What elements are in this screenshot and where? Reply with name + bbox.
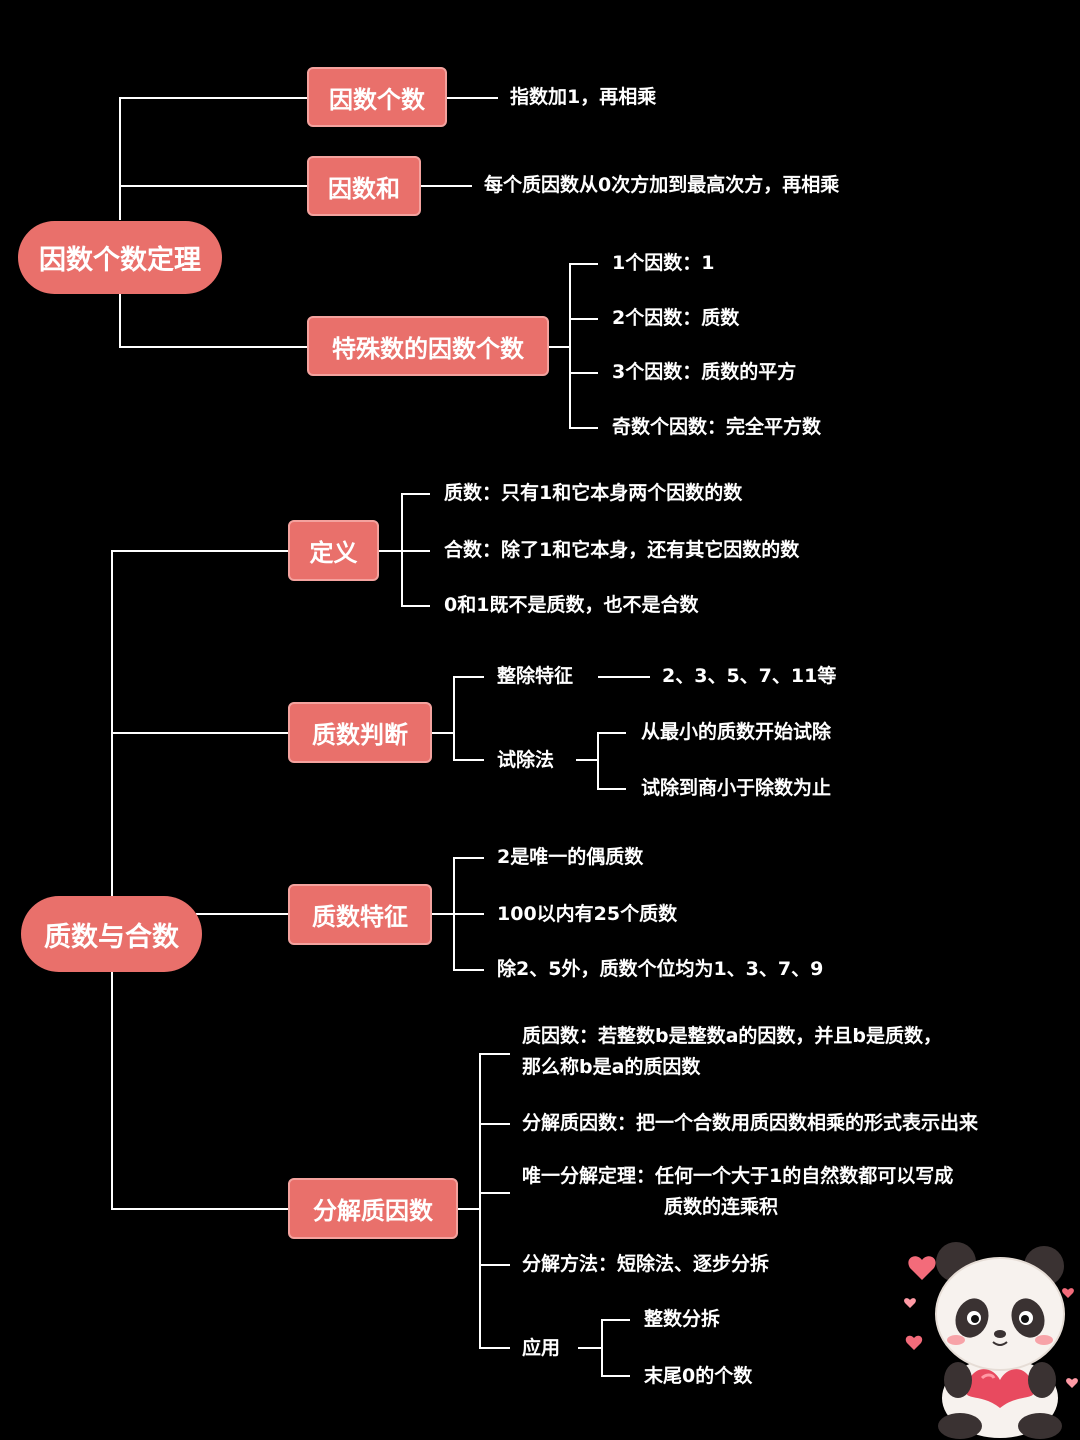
- leaf-application-1: 整数分拆: [644, 1308, 721, 1330]
- leaf-application-2: 末尾0的个数: [644, 1365, 753, 1387]
- leaf-factorization-methods: 分解方法：短除法、逐步分拆: [522, 1253, 770, 1275]
- node-factor-count: 因数个数: [307, 67, 447, 127]
- leaf-feature-1: 2是唯一的偶质数: [497, 846, 644, 868]
- node-definition: 定义: [288, 520, 379, 581]
- node-prime-factorization: 分解质因数: [288, 1178, 458, 1239]
- leaf-def-composite: 合数：除了1和它本身，还有其它因数的数: [444, 539, 800, 561]
- node-prime-judgement: 质数判断: [288, 702, 432, 763]
- node-special-factor-count: 特殊数的因数个数: [307, 316, 549, 376]
- leaf-special-1: 1个因数：1: [612, 252, 715, 274]
- node-prime-features: 质数特征: [288, 884, 432, 945]
- leaf-factorization-def: 分解质因数：把一个合数用质因数相乘的形式表示出来: [522, 1112, 979, 1134]
- leaf-divisibility-examples: 2、3、5、7、11等: [662, 665, 837, 687]
- panda-heart-icon: [904, 1242, 1078, 1439]
- leaf-unique-factorization-line2: 质数的连乘积: [664, 1196, 779, 1218]
- leaf-trial-division: 试除法: [497, 749, 555, 771]
- leaf-special-3: 3个因数：质数的平方: [612, 361, 797, 383]
- leaf-factor-count-rule: 指数加1，再相乘: [510, 86, 657, 108]
- leaf-special-2: 2个因数：质数: [612, 307, 740, 329]
- leaf-factor-sum-rule: 每个质因数从0次方加到最高次方，再相乘: [484, 174, 840, 196]
- leaf-special-4: 奇数个因数：完全平方数: [612, 416, 822, 438]
- leaf-trial-step-1: 从最小的质数开始试除: [641, 721, 832, 743]
- leaf-def-zero-one: 0和1既不是质数，也不是合数: [444, 594, 699, 616]
- root-node-factor-count-theorem: 因数个数定理: [18, 221, 222, 294]
- root-node-prime-composite: 质数与合数: [21, 896, 202, 972]
- leaf-prime-factor-def-line2: 那么称b是a的质因数: [522, 1056, 701, 1078]
- leaf-divisibility-feature: 整除特征: [497, 665, 574, 687]
- leaf-unique-factorization-line1: 唯一分解定理：任何一个大于1的自然数都可以写成: [522, 1165, 954, 1187]
- leaf-prime-factor-def-line1: 质因数：若整数b是整数a的因数，并且b是质数，: [522, 1025, 943, 1047]
- leaf-trial-step-2: 试除到商小于除数为止: [641, 777, 832, 799]
- node-factor-sum: 因数和: [307, 156, 421, 216]
- leaf-application: 应用: [522, 1337, 561, 1359]
- leaf-def-prime: 质数：只有1和它本身两个因数的数: [444, 482, 743, 504]
- leaf-feature-3: 除2、5外，质数个位均为1、3、7、9: [497, 958, 824, 980]
- leaf-feature-2: 100以内有25个质数: [497, 903, 678, 925]
